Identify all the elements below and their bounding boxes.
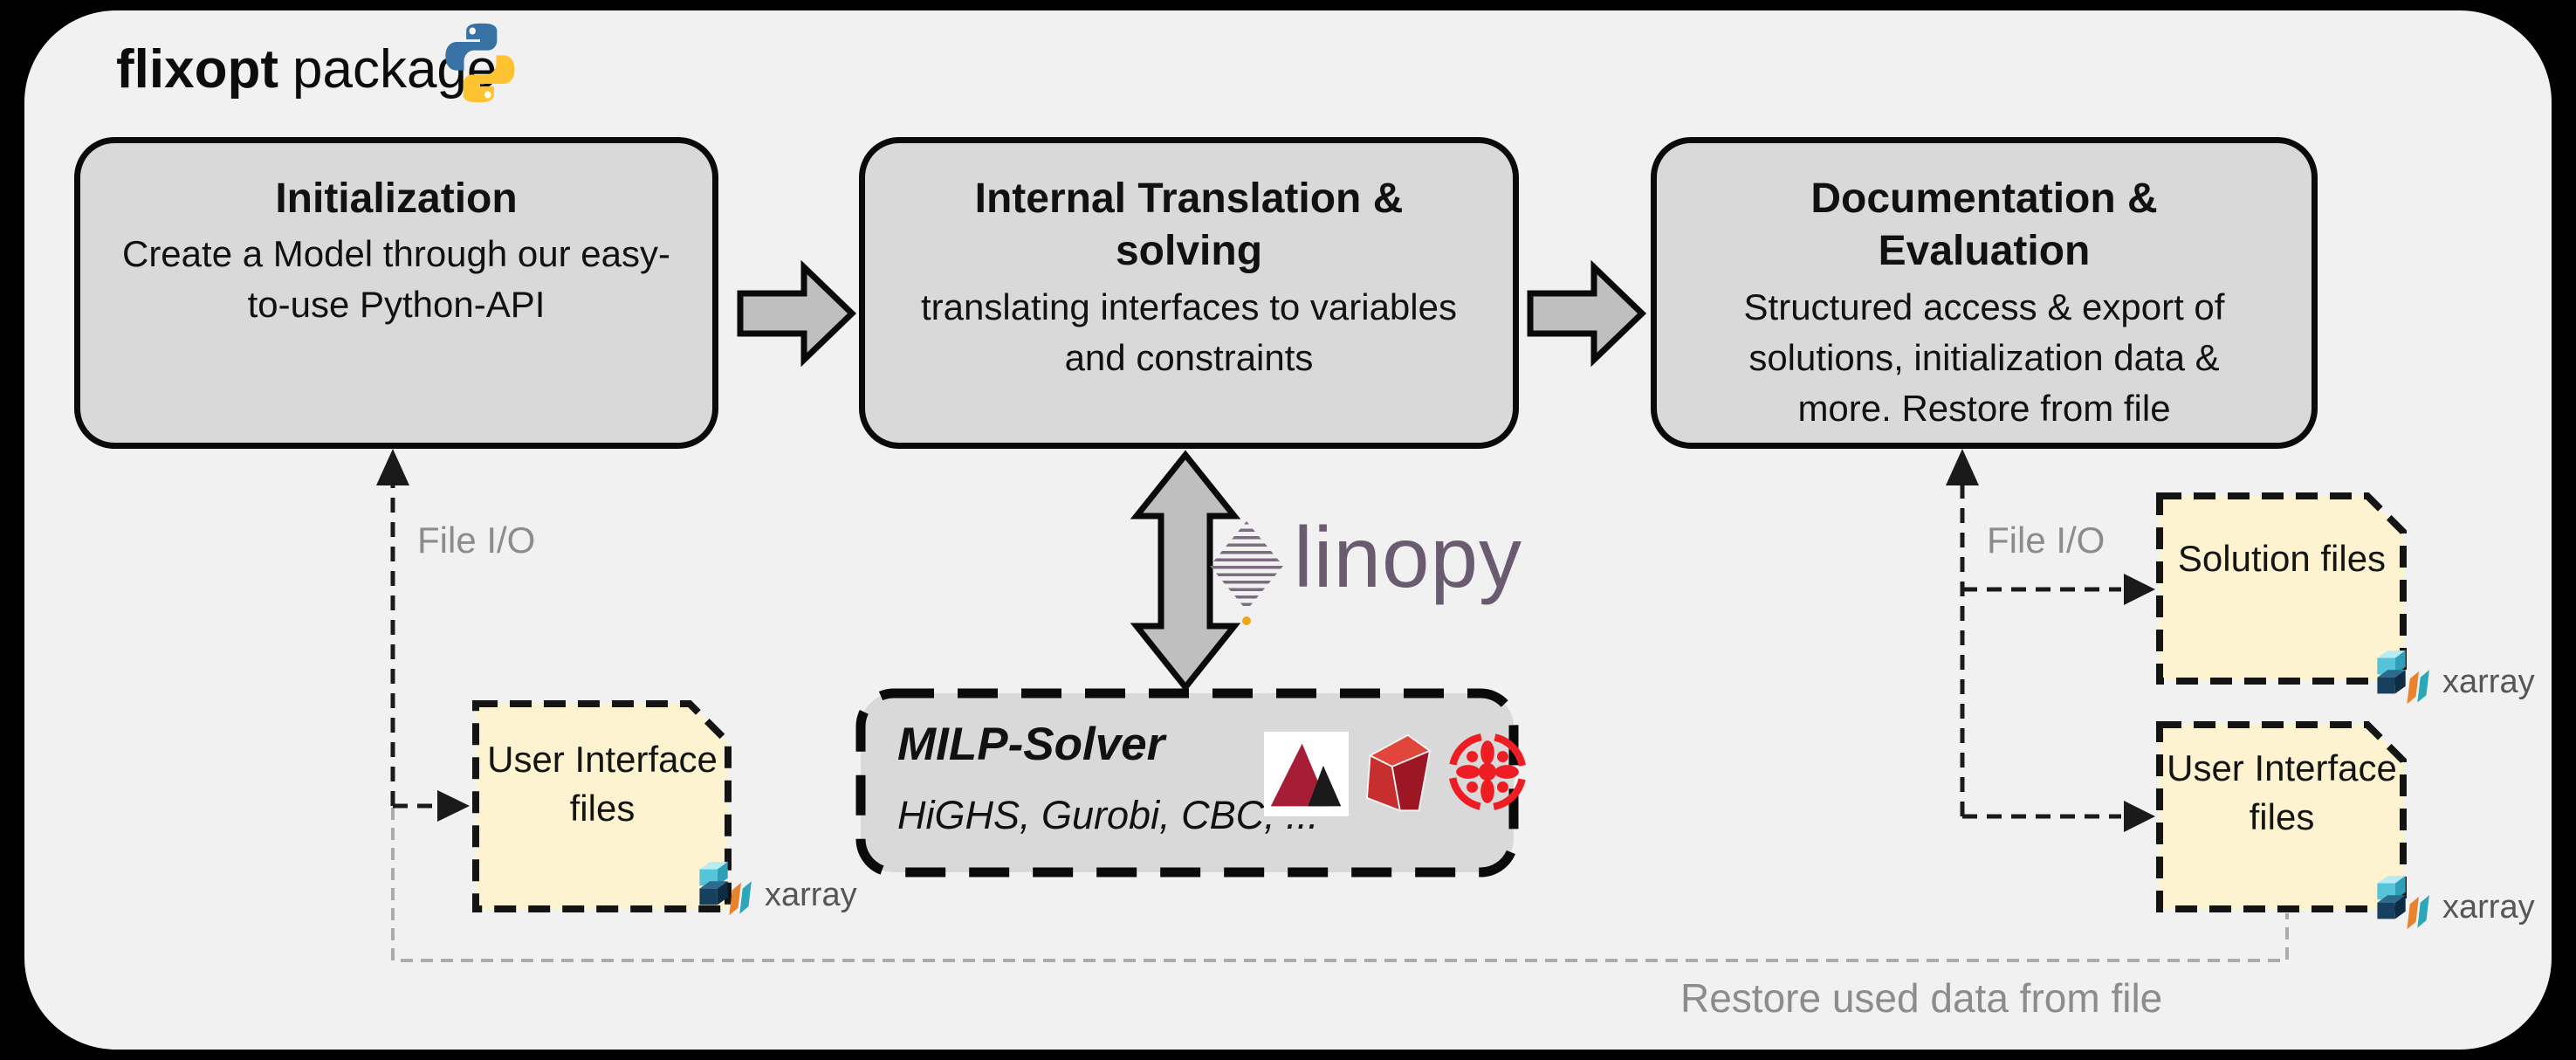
xarray-icon xyxy=(699,862,752,916)
documentation-box: Documentation & Evaluation Structured ac… xyxy=(1651,137,2318,449)
user-interface-files-label-left: User Interface files xyxy=(487,739,718,829)
cbc-icon xyxy=(1448,733,1527,811)
documentation-title: Documentation & Evaluation xyxy=(1810,176,2158,275)
translation-description: translating interfaces to variables and … xyxy=(921,286,1457,378)
linopy-logo-text: linopy xyxy=(1294,509,1523,605)
python-icon xyxy=(445,23,515,103)
translation-title: Internal Translation & solving xyxy=(974,176,1404,275)
initialization-box: Initialization Create a Model through ou… xyxy=(74,137,718,449)
documentation-description: Structured access & export of solutions,… xyxy=(1743,286,2225,429)
brand-name: flixopt xyxy=(116,39,278,100)
milp-solver-engines: HiGHS, Gurobi, CBC, ... xyxy=(897,793,1319,837)
xarray-label-right: xarray xyxy=(2442,889,2535,926)
xarray-label-left: xarray xyxy=(765,877,857,913)
gurobi-icon xyxy=(1366,733,1432,812)
initialization-title: Initialization xyxy=(275,176,518,222)
restore-data-label: Restore used data from file xyxy=(1680,975,2163,1021)
xarray-icon xyxy=(2377,876,2429,930)
file-io-label-left: File I/O xyxy=(417,520,536,561)
milp-solver-title: MILP-Solver xyxy=(897,719,1165,770)
translation-box: Internal Translation & solving translati… xyxy=(859,137,1519,449)
initialization-description: Create a Model through our easy-to-use P… xyxy=(121,233,670,326)
linopy-dot-icon xyxy=(1242,616,1251,625)
xarray-label-solution: xarray xyxy=(2442,664,2535,700)
solution-files-label: Solution files xyxy=(2177,538,2387,579)
xarray-icon xyxy=(2377,650,2429,705)
highs-icon xyxy=(1264,732,1349,816)
user-interface-files-label-right: User Interface files xyxy=(2167,747,2397,837)
file-io-label-right: File I/O xyxy=(1987,520,2105,561)
